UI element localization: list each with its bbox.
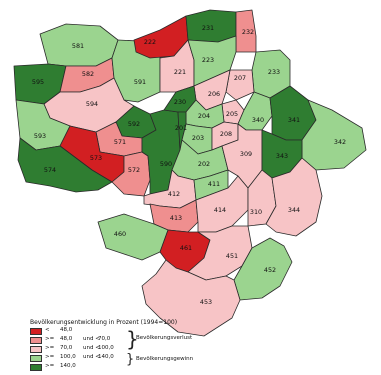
district-451[interactable]: [187, 225, 253, 281]
label-590: 590: [160, 160, 172, 168]
district-344[interactable]: [265, 157, 323, 237]
legend-title: Bevölkerungsentwicklung in Prozent (1994…: [30, 319, 178, 326]
label-221: 221: [174, 68, 186, 76]
label-460: 460: [114, 230, 126, 238]
label-414: 414: [214, 206, 226, 214]
label-573: 573: [90, 154, 102, 162]
label-594: 594: [86, 100, 98, 108]
label-310: 310: [250, 208, 262, 216]
district-shapes: [13, 9, 367, 337]
legend-group-loss: Bevölkerungsverlust: [136, 335, 193, 341]
district-labels: 581 595 582 591 594 593 592 571 573 574 …: [32, 24, 346, 306]
label-222: 222: [144, 38, 156, 46]
label-340: 340: [252, 116, 264, 124]
label-203: 203: [192, 134, 204, 142]
label-581: 581: [72, 42, 84, 50]
label-344: 344: [288, 206, 300, 214]
legend-swatch: [30, 337, 42, 344]
legend-brace-loss: }: [126, 327, 139, 351]
label-412: 412: [168, 190, 180, 198]
legend-swatch: [30, 346, 42, 353]
label-230: 230: [174, 98, 186, 106]
label-461: 461: [180, 244, 192, 252]
label-201: 201: [175, 124, 187, 132]
label-208: 208: [220, 130, 232, 138]
label-582: 582: [82, 70, 94, 78]
label-593: 593: [34, 132, 46, 140]
label-595: 595: [32, 78, 44, 86]
legend-swatch: [30, 355, 42, 362]
district-453[interactable]: [141, 259, 241, 337]
legend-swatch: [30, 328, 42, 335]
label-411: 411: [208, 180, 220, 188]
legend-swatch: [30, 364, 42, 371]
label-233: 233: [268, 68, 280, 76]
label-452: 452: [264, 266, 276, 274]
label-206: 206: [208, 90, 220, 98]
legend-brace-gain: }: [126, 352, 135, 367]
label-204: 204: [198, 112, 210, 120]
label-571: 571: [114, 138, 126, 146]
label-341: 341: [288, 116, 300, 124]
label-591: 591: [134, 78, 146, 86]
label-592: 592: [128, 120, 140, 128]
label-413: 413: [170, 214, 182, 222]
label-574: 574: [44, 166, 56, 174]
label-207: 207: [234, 74, 246, 82]
label-231: 231: [202, 24, 214, 32]
label-572: 572: [128, 166, 140, 174]
label-451: 451: [226, 252, 238, 260]
label-343: 343: [276, 152, 288, 160]
district-342[interactable]: [301, 99, 367, 171]
label-202: 202: [198, 160, 210, 168]
label-205: 205: [226, 110, 238, 118]
label-309: 309: [240, 150, 252, 158]
label-453: 453: [200, 298, 212, 306]
label-232: 232: [242, 28, 254, 36]
legend-group-gain: Bevölkerungsgewinn: [136, 356, 194, 362]
district-574[interactable]: [17, 137, 113, 193]
label-342: 342: [334, 138, 346, 146]
legend: Bevölkerungsentwicklung in Prozent (1994…: [30, 319, 194, 371]
label-223: 223: [202, 56, 214, 64]
